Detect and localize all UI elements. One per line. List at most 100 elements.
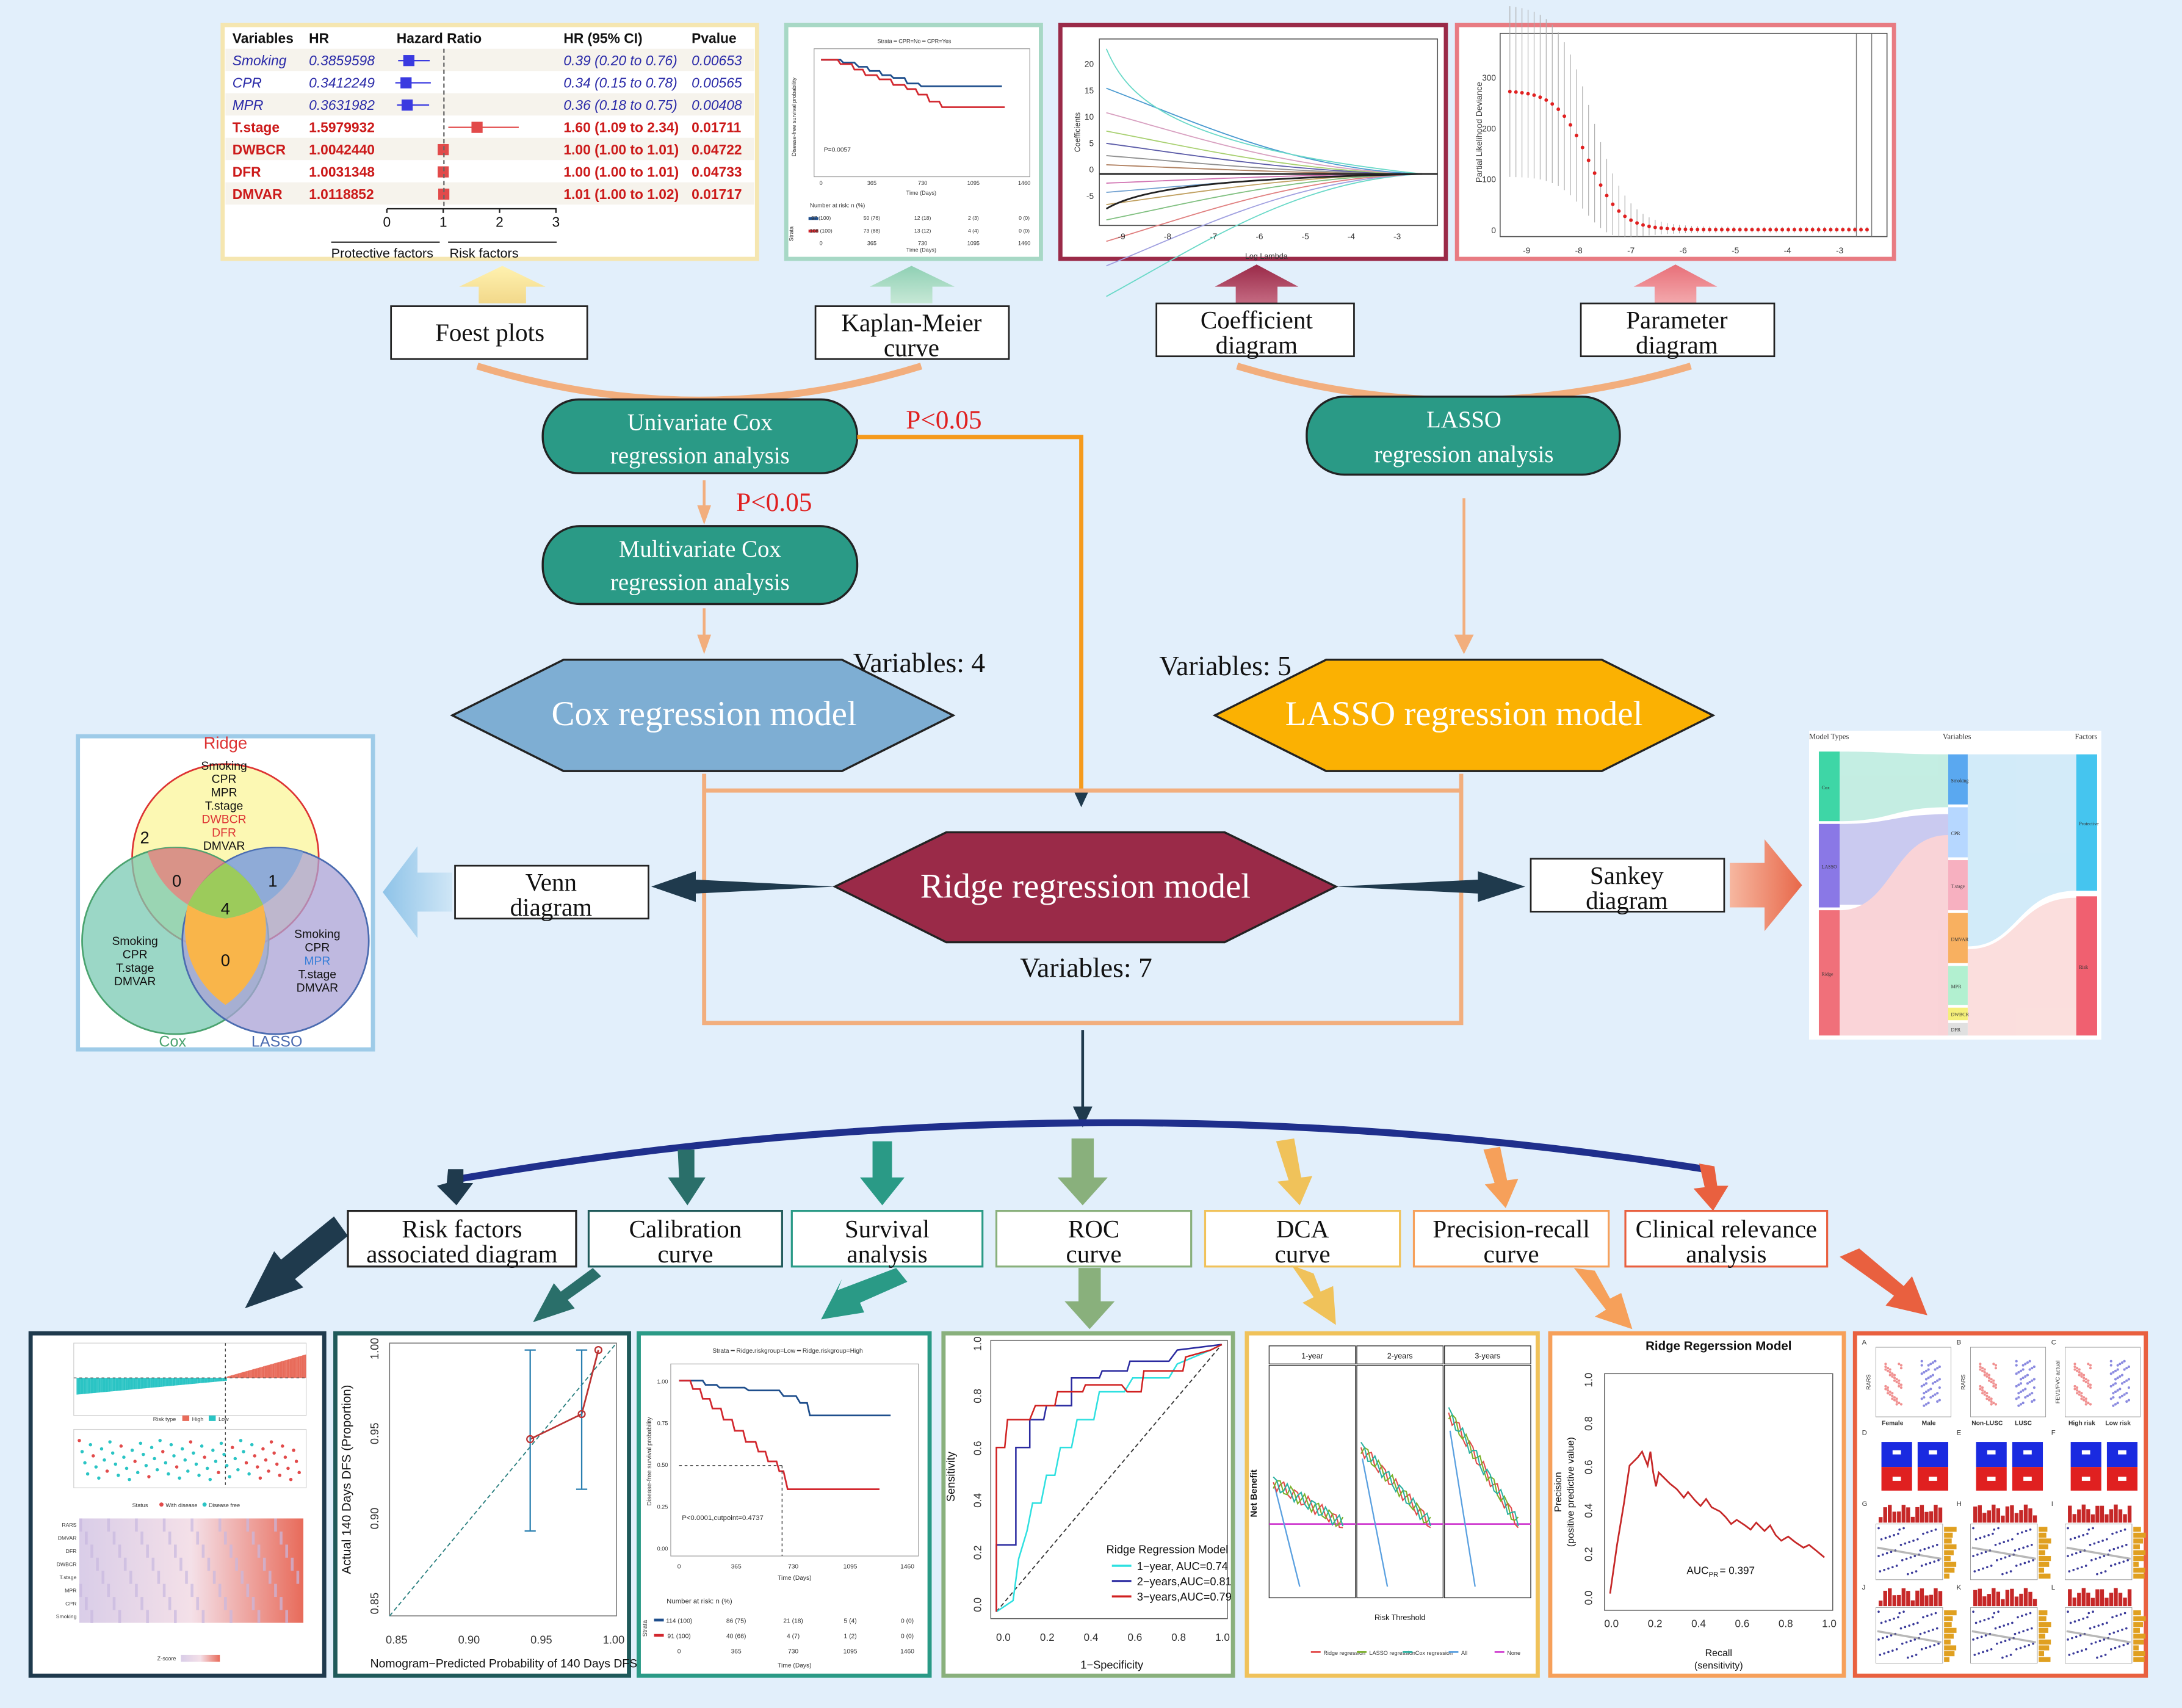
roc-legend-entry: 2−years,AUC=0.81 [1137,1575,1232,1588]
sankey-variable-label: Smoking [1951,778,1969,783]
ridge-variables-count: Variables: 7 [1020,952,1152,983]
sankey-header-models: Model Types [1809,733,1849,741]
forest-pvalue: 0.00408 [692,97,742,113]
param-y-tick: 200 [1482,124,1496,133]
coef-axis-tick: -5 [1302,232,1310,241]
venn-lasso-var: DMVAR [297,981,338,994]
venn-lasso-var: Smoking [294,928,340,941]
forest-hr: 0.3859598 [309,52,375,68]
outcome-box-line1: Survival [845,1215,930,1243]
coef-path [1106,173,1423,267]
lasso-regression-pill[interactable] [1306,396,1621,476]
dca-curve [1273,1481,1343,1529]
survival-risk-cell: 5 (4) [844,1618,857,1624]
sankey-variable-label: CPR [1951,831,1961,836]
forest-plots-box[interactable] [390,305,588,360]
roc-x-tick: 0.2 [1040,1632,1055,1643]
km-axis-tick: 0 [820,180,823,186]
clinical-letter: G [1862,1500,1868,1508]
sankey-variable-label: DMVAR [1951,936,1969,942]
dca-tab[interactable] [1268,1345,1356,1365]
sankey-header-variables: Variables [1943,733,1971,741]
univariate-label-1: Univariate Cox [627,410,773,436]
survival-risk-cell: 21 (18) [783,1618,803,1624]
multivariate-cox-pill[interactable] [541,525,859,606]
forest-variable: T.stage [233,120,280,136]
dca-legend-entry: Cox regression [1415,1650,1453,1656]
survival-risk-tick: 365 [731,1649,742,1656]
roc-2-years [995,1344,1222,1612]
km-risk-tick: 1095 [967,240,980,246]
forest-variable: DFR [233,164,261,180]
risk-disease-free-label: Disease free [209,1502,240,1508]
survival-risk-tick: 1460 [900,1649,914,1656]
coefficient-diagram-box[interactable] [1155,302,1355,358]
risk-row-label: T.stage [59,1574,76,1580]
protective-factors-label: Protective factors [331,245,433,261]
survival-pvalue: P<0.0001,cutpoint=0.4737 [682,1514,764,1522]
coef-path [1106,130,1423,175]
venn-cox-var: T.stage [116,961,154,975]
km-label-2: curve [884,334,939,362]
param-point [1671,227,1675,231]
sankey-diagram-box[interactable] [1530,858,1725,913]
cox-variables-count: Variables: 4 [853,647,986,678]
outcome-box-line1: Risk factors [402,1215,522,1243]
roc-y-tick: 0.4 [972,1493,983,1508]
ridge-to-sankey-arrow [1335,871,1525,902]
univariate-arc [476,363,923,404]
sankey-model-label: LASSO [1822,864,1837,870]
lasso-regression-model-hexagon[interactable] [1212,659,1716,772]
venn-count-ridge-lasso: 1 [268,871,277,890]
venn-ridge-title: Ridge [204,734,248,753]
pr-x-tick: 0.6 [1735,1618,1749,1629]
forest-axis-tick: 1 [439,214,447,230]
risk-with-disease-label: With disease [165,1502,197,1508]
survival-curve-high [679,1380,880,1490]
pr-y-tick: 0.2 [1583,1547,1594,1561]
venn-ridge-var: DFR [212,826,236,839]
param-axis-tick: -6 [1680,246,1687,255]
clinical-ylabel: RARS [1960,1374,1966,1389]
venn-diagram-box[interactable] [454,864,649,920]
param-point [1696,227,1700,231]
calibration-y-tick: 0.85 [368,1593,381,1615]
km-risk-cell: 97 (100) [811,215,831,221]
venn-label-1: Venn [526,868,577,896]
venn-lasso-var: T.stage [298,968,336,981]
dca-tab[interactable] [1356,1345,1444,1365]
venn-cox-title: Cox [159,1033,186,1051]
km-curve-box[interactable] [814,305,1010,360]
survival-risk-cell: 0 (0) [901,1634,914,1640]
forest-pvalue: 0.00565 [692,75,742,91]
param-axis-tick: -9 [1523,246,1530,255]
pr-x-tick: 1.0 [1822,1618,1837,1629]
coef-xlabel: Log Lambda [1245,252,1288,261]
clinical-letter: E [1957,1430,1962,1437]
dca-tab[interactable] [1443,1345,1531,1365]
coef-axis-tick: -9 [1118,232,1125,241]
dca-curve [1273,1480,1344,1527]
forest-up-arrow [459,266,546,304]
sankey-header-factors: Factors [2075,733,2097,741]
clinical-group-label: Non-LUSC [1971,1420,2003,1427]
clinical-group-label: Female [1882,1420,1904,1427]
parameter-diagram-box[interactable] [1580,302,1776,358]
venn-lasso-var: MPR [304,954,330,968]
dca-curve [1448,1413,1519,1521]
cox-regression-model-hexagon[interactable] [450,659,956,772]
pr-y-tick: 0.6 [1583,1460,1594,1474]
